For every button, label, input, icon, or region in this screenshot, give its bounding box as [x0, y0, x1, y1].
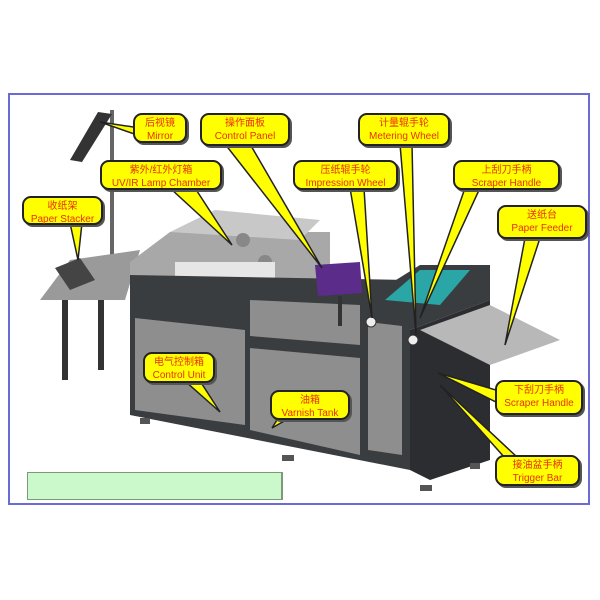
- stacked-paper: [55, 258, 95, 290]
- callout-impression-wheel: 压纸辊手轮 Impression Wheel: [293, 160, 398, 190]
- stacker-leg: [98, 300, 104, 370]
- label-en: Varnish Tank: [281, 408, 339, 419]
- label-en: Impression Wheel: [305, 178, 386, 189]
- callout-paper-stacker: 收纸架 Paper Stacker: [22, 196, 103, 225]
- label-zh: 计量辊手轮: [379, 118, 429, 129]
- diagram-frame: [8, 93, 590, 505]
- control-panel-stand: [338, 296, 342, 326]
- feeder-cover: [385, 270, 470, 305]
- machine-foot: [282, 455, 294, 461]
- side-door: [368, 322, 402, 455]
- machine-foot: [470, 463, 480, 469]
- paper-feeder-table: [420, 305, 560, 365]
- label-en: Control Panel: [214, 131, 276, 142]
- callout-trigger-bar: 接油盆手柄 Trigger Bar: [495, 455, 580, 486]
- metering-wheel: [407, 334, 419, 346]
- label-zh: 上刮刀手柄: [481, 165, 532, 176]
- upper-panel: [250, 300, 360, 345]
- label-en: Metering Wheel: [368, 131, 440, 142]
- callout-tail-paper-stacker: [69, 222, 83, 261]
- callout-control-panel: 操作面板 Control Panel: [200, 113, 290, 146]
- label-zh: 下刮刀手柄: [514, 385, 564, 396]
- label-en: Scraper Handle: [471, 178, 542, 189]
- label-en: Paper Feeder: [511, 223, 573, 234]
- label-en: Paper Stacker: [30, 214, 95, 225]
- blank-caption-box: [27, 472, 283, 500]
- machine-foot: [420, 485, 432, 491]
- stacker-leg: [62, 300, 68, 380]
- lamp-vent: [236, 233, 250, 247]
- callout-scraper-handle-lower: 下刮刀手柄 Scraper Handle: [495, 380, 583, 415]
- machine-foot: [140, 418, 150, 424]
- label-zh: 接油盆手柄: [512, 460, 563, 471]
- callout-varnish-tank: 油箱 Varnish Tank: [270, 390, 350, 420]
- label-zh: 操作面板: [225, 118, 265, 129]
- impression-wheel: [365, 316, 377, 328]
- callout-control-unit: 电气控制箱 Control Unit: [143, 352, 215, 383]
- callout-scraper-handle-upper: 上刮刀手柄 Scraper Handle: [453, 160, 560, 190]
- callout-lamp-chamber: 紫外/红外灯箱 UV/IR Lamp Chamber: [100, 160, 222, 190]
- callout-metering-wheel: 计量辊手轮 Metering Wheel: [358, 113, 450, 146]
- label-en: Trigger Bar: [512, 473, 563, 484]
- label-en: UV/IR Lamp Chamber: [111, 178, 211, 189]
- callout-tails: [69, 121, 542, 459]
- label-en: Scraper Handle: [504, 398, 574, 409]
- control-panel: [315, 262, 362, 296]
- label-zh: 紫外/红外灯箱: [129, 165, 193, 176]
- label-en: Mirror: [146, 131, 174, 142]
- mirror: [70, 112, 112, 162]
- label-en: Control Unit: [152, 370, 206, 381]
- label-zh: 收纸架: [47, 201, 78, 212]
- label-zh: 压纸辊手轮: [320, 165, 371, 176]
- label-zh: 后视镜: [145, 118, 175, 129]
- label-zh: 送纸台: [527, 210, 557, 221]
- callout-paper-feeder: 送纸台 Paper Feeder: [497, 205, 587, 239]
- label-zh: 油箱: [300, 395, 320, 406]
- label-zh: 电气控制箱: [154, 357, 204, 368]
- callout-mirror: 后视镜 Mirror: [133, 113, 187, 143]
